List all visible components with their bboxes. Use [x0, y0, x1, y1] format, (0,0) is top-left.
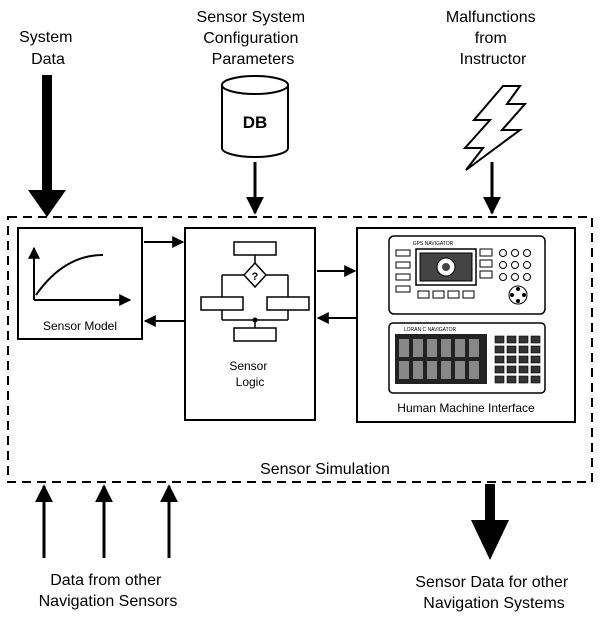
sensor-logic-label: Sensor Logic: [229, 359, 270, 389]
sensor-model-box: Sensor Model: [17, 227, 143, 340]
sensor-data-output-label: Sensor Data for other Navigation Systems: [415, 574, 572, 612]
hmi-label: Human Machine Interface: [397, 401, 535, 415]
lightning-bolt-icon: [462, 85, 528, 171]
sensor-simulation-boundary: [7, 216, 593, 483]
gps-navigator-label: GPS NAVIGATOR: [413, 241, 454, 247]
sensor-config-label: Sensor System Configuration Parameters: [197, 9, 310, 68]
gps-navigator-device: GPS NAVIGATOR: [388, 235, 546, 315]
db-cylinder-icon: DB: [221, 75, 289, 158]
loran-navigator-device: LORAN C NAVIGATOR: [388, 322, 546, 394]
malfunctions-label: Malfunctions from Instructor: [446, 9, 540, 68]
sensor-simulation-label: Sensor Simulation: [260, 461, 390, 478]
db-label: DB: [243, 113, 268, 132]
loran-navigator-label: LORAN C NAVIGATOR: [404, 327, 457, 333]
system-data-label: System Data: [19, 29, 77, 68]
data-from-other-sensors-label: Data from other Navigation Sensors: [39, 572, 178, 610]
sensor-logic-box: ? Sensor Logic: [184, 227, 316, 421]
hmi-box: GPS NAVIGATOR: [356, 227, 576, 423]
decision-mark: ?: [252, 271, 259, 283]
system-data-arrow: [28, 75, 66, 217]
sensor-data-output-arrow: [471, 484, 509, 560]
sensor-model-label: Sensor Model: [43, 319, 117, 333]
